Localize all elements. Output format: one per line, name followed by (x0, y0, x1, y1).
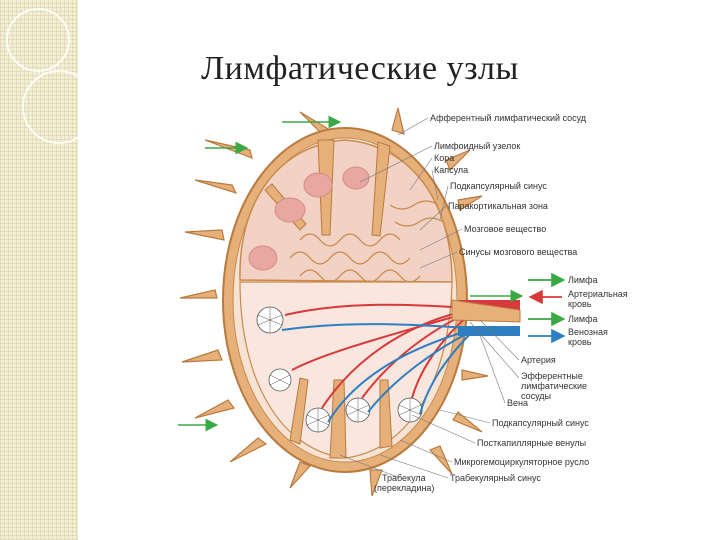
label-subcapsular: Подкапсулярный синус (450, 181, 547, 191)
label-cortex: Кора (434, 153, 454, 163)
label-node: Лимфоидный узелок (434, 141, 520, 151)
decorative-swirl (22, 70, 96, 144)
medullary-cords (289, 200, 444, 283)
label-trabecula-2: (перекладина) (374, 483, 434, 493)
lower-trabeculae (289, 377, 393, 459)
legend-arterial-1: Артериальная (568, 289, 628, 299)
label-postcap: Посткапиллярные венулы (477, 438, 586, 448)
hilum-vein (458, 326, 520, 336)
label-efferent-2: лимфатические (521, 381, 587, 391)
label-artery: Артерия (521, 355, 556, 365)
label-trabecula-1: Трабекула (382, 473, 426, 483)
lymphoid-follicles (248, 166, 370, 271)
legend-arterial-2: кровь (568, 299, 592, 309)
capillary-mesh (257, 307, 422, 432)
lymph-inflow-arrows (178, 115, 524, 432)
veins (281, 323, 471, 423)
label-afferent: Афферентный лимфатический сосуд (430, 113, 587, 123)
label-medulla: Мозговое вещество (464, 224, 546, 234)
label-medullary-sinus: Синусы мозгового вещества (459, 247, 577, 257)
leader-lines (339, 117, 520, 479)
label-efferent-1: Эфферентные (521, 371, 583, 381)
legend-venous-1: Венозная (568, 327, 608, 337)
legend-lymph-in: Лимфа (568, 275, 598, 285)
label-subcapsular-2: Подкапсулярный синус (492, 418, 589, 428)
label-vein: Вена (507, 398, 528, 408)
label-microcirc: Микрогемоциркуляторное русло (454, 457, 589, 467)
legend-venous-2: кровь (568, 337, 592, 347)
efferent-vessel (451, 299, 521, 323)
label-efferent-3: сосуды (521, 391, 551, 401)
label-capsule: Капсула (434, 165, 468, 175)
decorative-swirl (6, 8, 70, 72)
legend: Лимфа Артериальная кровь Лимфа Венозная … (528, 272, 628, 347)
slide-title: Лимфатические узлы (201, 50, 519, 87)
label-trabecular-sinus: Трабекулярный синус (450, 473, 541, 483)
legend-lymph-out: Лимфа (568, 314, 598, 324)
cortex (239, 139, 453, 283)
label-paracortex: Паракортикальная зона (448, 201, 548, 211)
